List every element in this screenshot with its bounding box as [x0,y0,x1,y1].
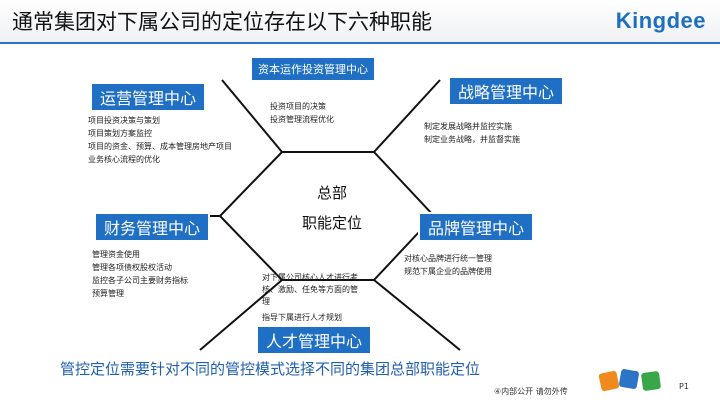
hr-item: 理 [262,297,270,306]
spoke-top-right [373,79,441,153]
operations-item: 项目策划方案监控 [88,129,152,138]
capital-item: 投资项目的决策 [270,102,326,111]
headquarters-core: 总部 职能定位 [282,178,382,238]
capital-center-label: 资本运作投资管理中心 [252,58,374,80]
page-number: P1 [679,382,689,391]
finance-items: 管理资金使用 管理各项债权股权活动 监控各子公司主要财务指标 预算管理 [92,248,188,300]
strategy-items: 制定发展战略并监控实施 制定业务战略，并监督实施 [424,120,520,146]
hr-item: 对下属公司核心人才进行考 [262,273,358,282]
brand-items: 对核心品牌进行统一管理 规范下属企业的品牌使用 [404,252,492,278]
slide-title: 通常集团对下属公司的定位存在以下六种职能 [12,10,432,34]
capital-item: 投资管理流程优化 [270,115,334,124]
brand-item: 对核心品牌进行统一管理 [404,254,492,263]
finance-item: 预算管理 [92,289,124,298]
core-line-2: 职能定位 [301,214,362,232]
spoke-top-left [221,79,283,153]
operations-center-label: 运营管理中心 [92,84,205,110]
operations-item: 项目的资金、预算、成本管理房地产项目 [88,142,232,151]
kingdee-logo: Kingdee [615,8,706,33]
strategy-item: 制定业务战略，并监督实施 [424,135,520,144]
slide-header: 通常集团对下属公司的定位存在以下六种职能 Kingdee [0,0,720,44]
summary-note: 管控定位需要针对不同的管控模式选择不同的集团总部职能定位 [60,360,481,378]
strategy-item: 制定发展战略并监控实施 [424,122,512,131]
hr-items: 对下属公司核心人才进行考 核、激励、任免等方面的管 理 指导下属进行人才规划 [262,272,358,324]
hr-center-label: 人才管理中心 [258,327,371,353]
operations-items: 项目投资决策与策划 项目策划方案监控 项目的资金、预算、成本管理房地产项目 业务… [88,114,232,166]
finance-item: 管理资金使用 [92,250,140,259]
brand-item: 规范下属企业的品牌使用 [404,267,492,276]
finance-center-label: 财务管理中心 [96,214,209,240]
strategy-center-label: 战略管理中心 [450,78,563,104]
spoke-bottom-left [199,279,283,351]
capital-items: 投资项目的决策 投资管理流程优化 [270,100,334,126]
operations-item: 项目投资决策与策划 [88,116,160,125]
finance-item: 管理各项债权股权活动 [92,263,172,272]
hr-item: 指导下属进行人才规划 [262,313,342,322]
hr-item: 核、激励、任免等方面的管 [262,285,358,294]
operations-item: 业务核心流程的优化 [88,155,160,164]
header-divider [0,42,720,44]
brand-cubes-icon [598,369,661,392]
confidential-notice: ④内部公开 请勿外传 [494,387,568,396]
core-line-1: 总部 [316,184,347,202]
spoke-bottom-right [373,279,461,351]
finance-item: 监控各子公司主要财务指标 [92,276,188,285]
brand-center-label: 品牌管理中心 [420,214,533,240]
